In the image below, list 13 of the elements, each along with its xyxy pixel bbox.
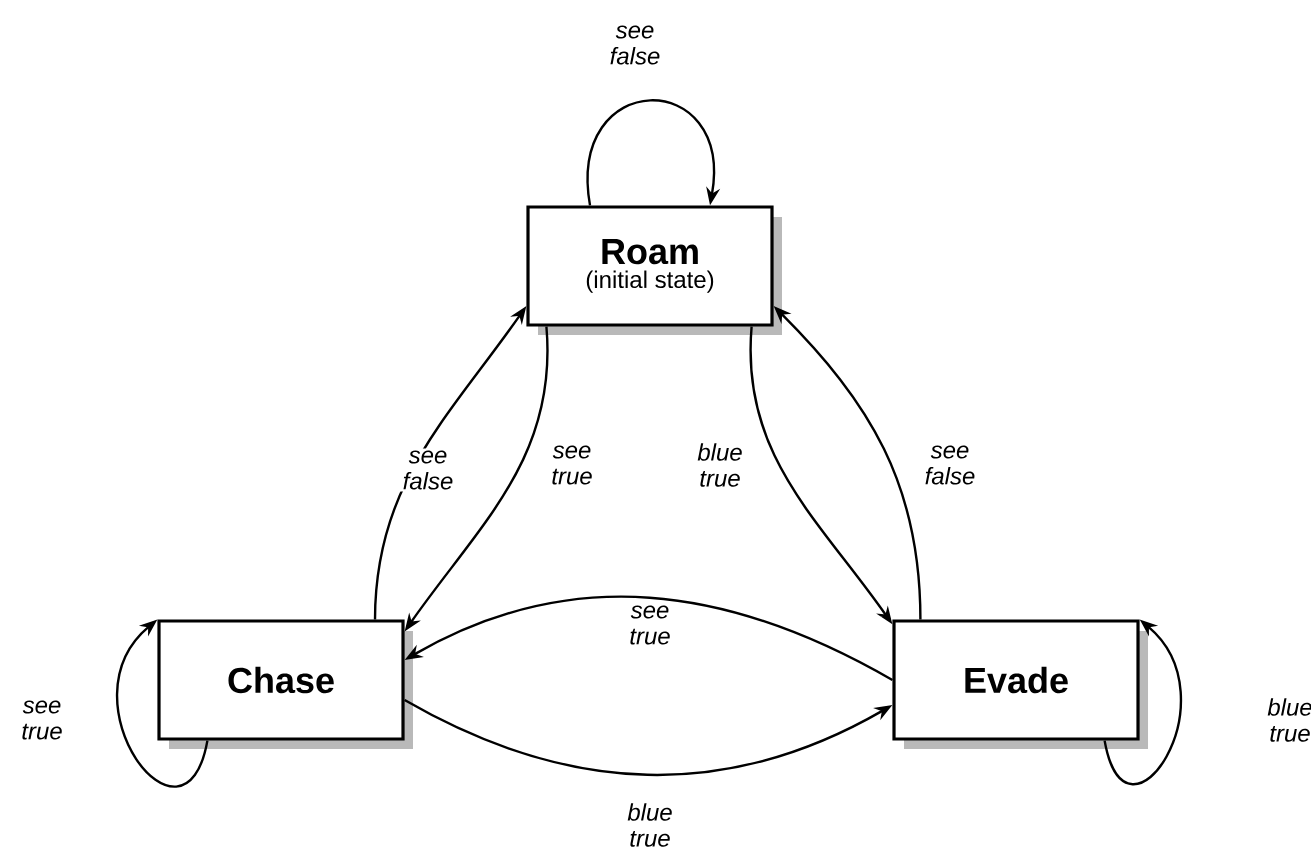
state-box: Chase	[157, 619, 413, 749]
edge-label: blue true	[1258, 696, 1311, 744]
edge-label: see true	[540, 443, 604, 487]
edge-label: see true	[10, 698, 74, 742]
arrow	[586, 99, 721, 206]
edge-label: see false	[918, 443, 982, 487]
edge-label: see true	[618, 603, 682, 647]
edge-label: see false	[396, 448, 460, 492]
edge-label: see false	[603, 23, 667, 67]
state-box: Roam (initial state)	[526, 205, 782, 335]
edge-label: blue true	[618, 801, 682, 849]
state-box: Evade	[892, 619, 1148, 749]
edge-label: blue true	[688, 441, 752, 489]
